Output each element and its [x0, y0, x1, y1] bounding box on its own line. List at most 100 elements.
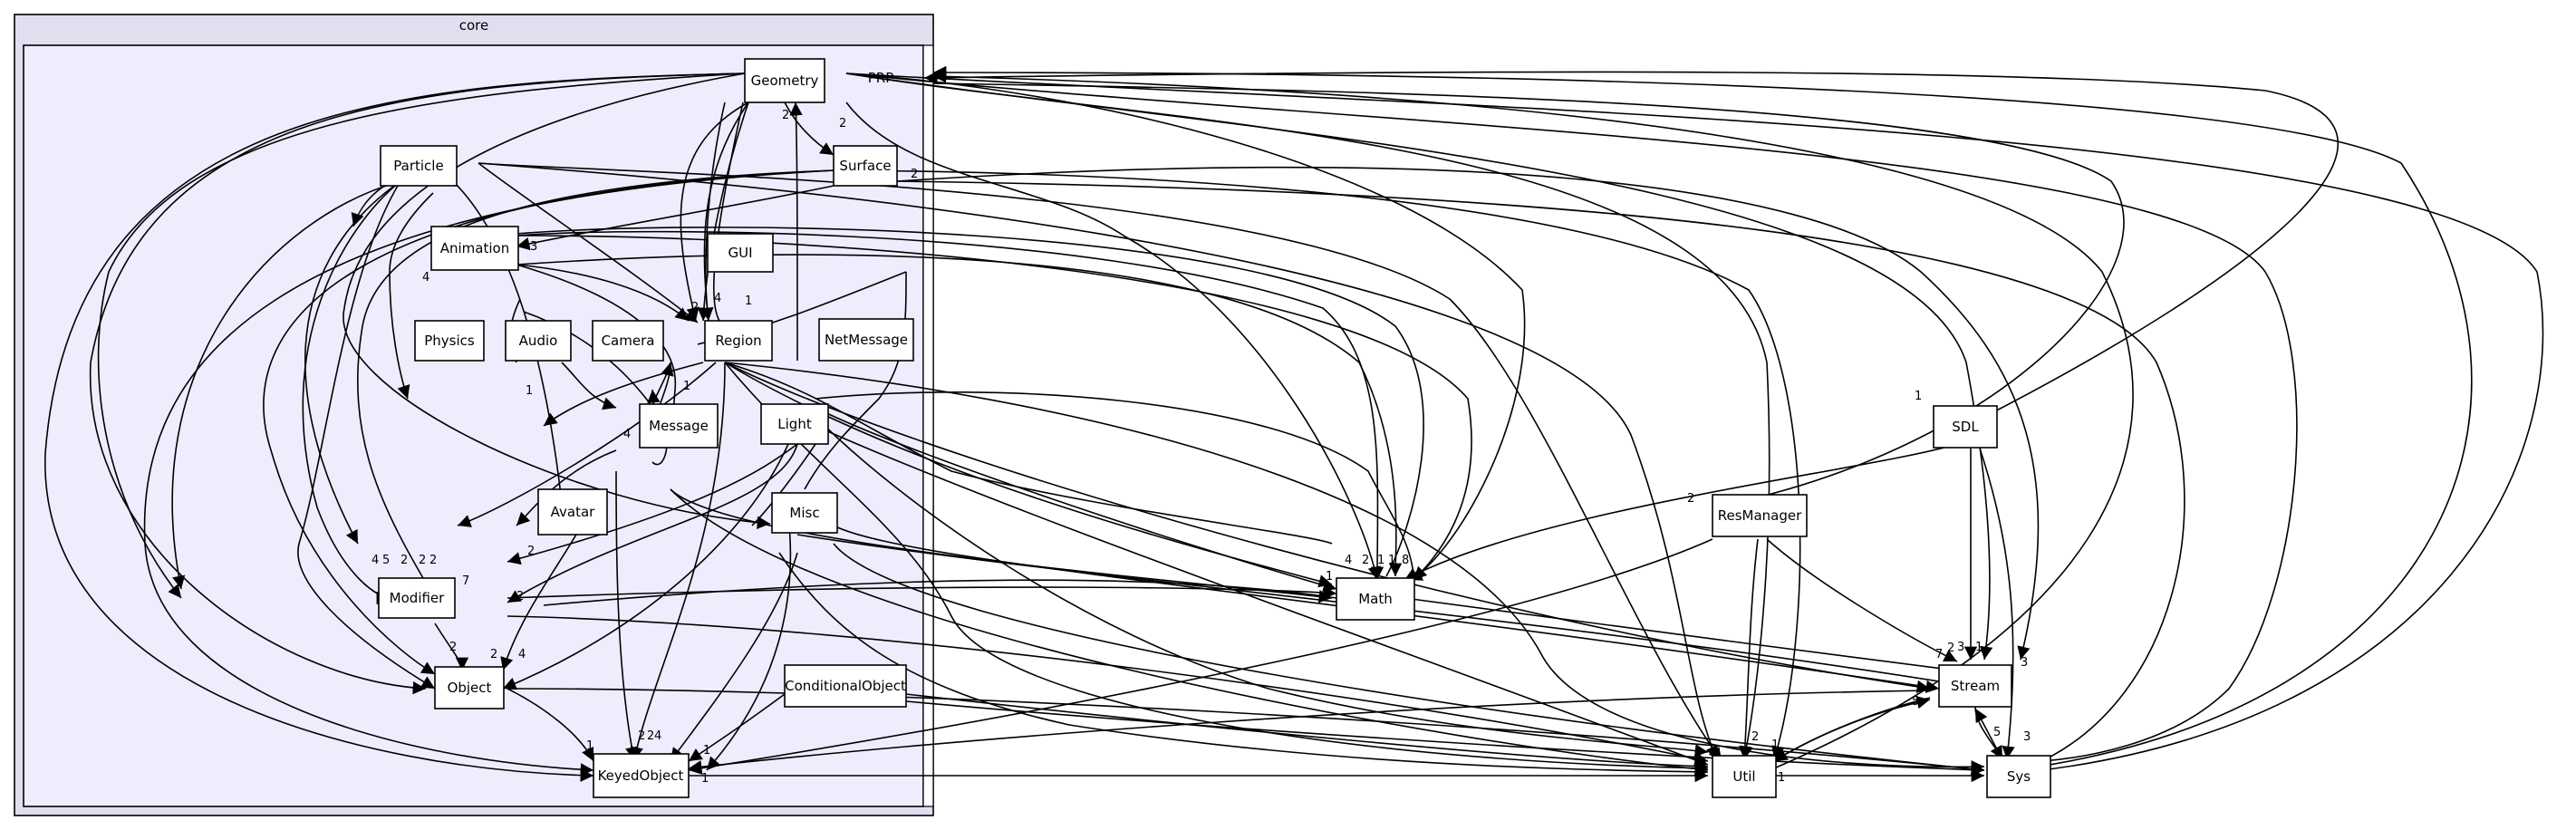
node-netmessage[interactable]: NetMessage — [818, 318, 914, 362]
node-math-label: Math — [1358, 591, 1393, 607]
edge-label: 2 — [911, 168, 918, 181]
edge-label: 1 — [1771, 738, 1779, 752]
edge — [343, 72, 771, 529]
edge-label: 3 — [2021, 656, 2028, 670]
node-region[interactable]: Region — [704, 320, 773, 362]
node-gui-label: GUI — [728, 245, 752, 261]
edge — [507, 443, 798, 603]
edge — [833, 543, 1985, 776]
edge-label: 5 — [382, 554, 390, 567]
node-resmanager-label: ResManager — [1718, 507, 1802, 524]
node-avatar[interactable]: Avatar — [537, 488, 608, 536]
edge — [452, 180, 567, 504]
edge — [1773, 697, 1931, 762]
node-stream-label: Stream — [1951, 678, 2000, 694]
edge — [706, 516, 792, 771]
edge-label: 1 — [1388, 554, 1395, 567]
edge — [507, 688, 1985, 776]
edge — [932, 70, 2134, 769]
edge — [778, 552, 1709, 778]
node-sdl[interactable]: SDL — [1933, 405, 1998, 449]
edge — [804, 271, 907, 490]
edge-label: 3 — [530, 240, 537, 254]
node-camera-label: Camera — [602, 333, 655, 349]
node-physics[interactable]: Physics — [414, 320, 485, 362]
edge-label: 4 — [623, 428, 631, 441]
edge-label: 4 — [654, 729, 661, 743]
node-surface-label: Surface — [839, 158, 891, 174]
edge — [932, 65, 2473, 769]
node-geometry[interactable]: Geometry — [744, 58, 825, 103]
edge — [516, 185, 835, 251]
edge-label: 2 — [1362, 554, 1369, 567]
edge — [389, 192, 434, 400]
edge-label: 1 — [586, 739, 593, 753]
node-animation[interactable]: Animation — [430, 226, 519, 271]
node-message[interactable]: Message — [639, 403, 719, 449]
node-camera[interactable]: Camera — [592, 320, 664, 362]
edge — [688, 538, 1713, 775]
edge — [845, 72, 2298, 769]
node-util[interactable]: Util — [1712, 755, 1777, 798]
edge — [896, 180, 2185, 768]
edge — [615, 470, 639, 761]
edge-label: 2 — [400, 554, 408, 567]
edge — [543, 362, 704, 427]
edge-label: 4 — [1345, 554, 1352, 567]
edge-label: 4 — [518, 648, 526, 661]
edge — [304, 180, 401, 545]
edge — [833, 525, 1940, 694]
edge — [297, 180, 436, 690]
node-surface[interactable]: Surface — [833, 145, 898, 187]
node-keyedobject[interactable]: KeyedObject — [593, 753, 690, 798]
node-conditionalobject-label: ConditionalObject — [785, 678, 906, 694]
node-misc[interactable]: Misc — [771, 492, 838, 534]
edge — [932, 82, 2125, 508]
node-sys-label: Sys — [2007, 768, 2031, 785]
edge-label: 1 — [1915, 390, 1922, 403]
node-light-label: Light — [777, 416, 812, 432]
edge — [815, 391, 1414, 581]
edge-label: 2 — [782, 109, 789, 122]
edge — [516, 227, 1424, 577]
edge-label: 7 — [462, 574, 469, 588]
edge — [171, 180, 401, 590]
edge — [543, 579, 1337, 606]
edge — [561, 362, 617, 410]
cluster-prp-side-strip — [922, 44, 934, 807]
edge-label: 3 — [2023, 730, 2031, 744]
node-conditionalobject[interactable]: ConditionalObject — [784, 664, 907, 708]
edge-label: 2 — [527, 545, 535, 558]
edge — [1773, 696, 1931, 762]
node-modifier[interactable]: Modifier — [378, 577, 456, 619]
edge — [796, 534, 1985, 693]
edge-label: 1 — [1975, 641, 1983, 654]
edge — [1766, 538, 1958, 662]
node-stream[interactable]: Stream — [1938, 664, 2012, 708]
edges — [44, 65, 2544, 783]
edge — [1979, 448, 2015, 760]
node-resmanager[interactable]: ResManager — [1712, 494, 1808, 537]
edge — [302, 180, 401, 605]
edge-label: 3 — [1957, 641, 1964, 654]
node-sys[interactable]: Sys — [1986, 755, 2051, 798]
edge — [507, 615, 1709, 766]
edge — [1738, 538, 1759, 760]
node-geometry-label: Geometry — [751, 72, 819, 89]
edge-label: 2 — [691, 301, 699, 314]
edge — [724, 362, 1333, 545]
node-util-label: Util — [1732, 768, 1755, 785]
node-light[interactable]: Light — [760, 403, 829, 445]
node-math[interactable]: Math — [1336, 577, 1415, 621]
edge — [44, 72, 746, 782]
edge-label: 5 — [1912, 695, 1919, 709]
edge-label: 7 — [1935, 648, 1943, 661]
edge-label: 2 — [490, 648, 497, 661]
edge — [457, 362, 717, 527]
node-particle[interactable]: Particle — [380, 145, 458, 187]
node-gui[interactable]: GUI — [707, 233, 774, 273]
node-audio[interactable]: Audio — [505, 320, 572, 362]
node-region-label: Region — [715, 333, 761, 349]
node-object[interactable]: Object — [434, 666, 505, 709]
edge — [815, 407, 1337, 592]
